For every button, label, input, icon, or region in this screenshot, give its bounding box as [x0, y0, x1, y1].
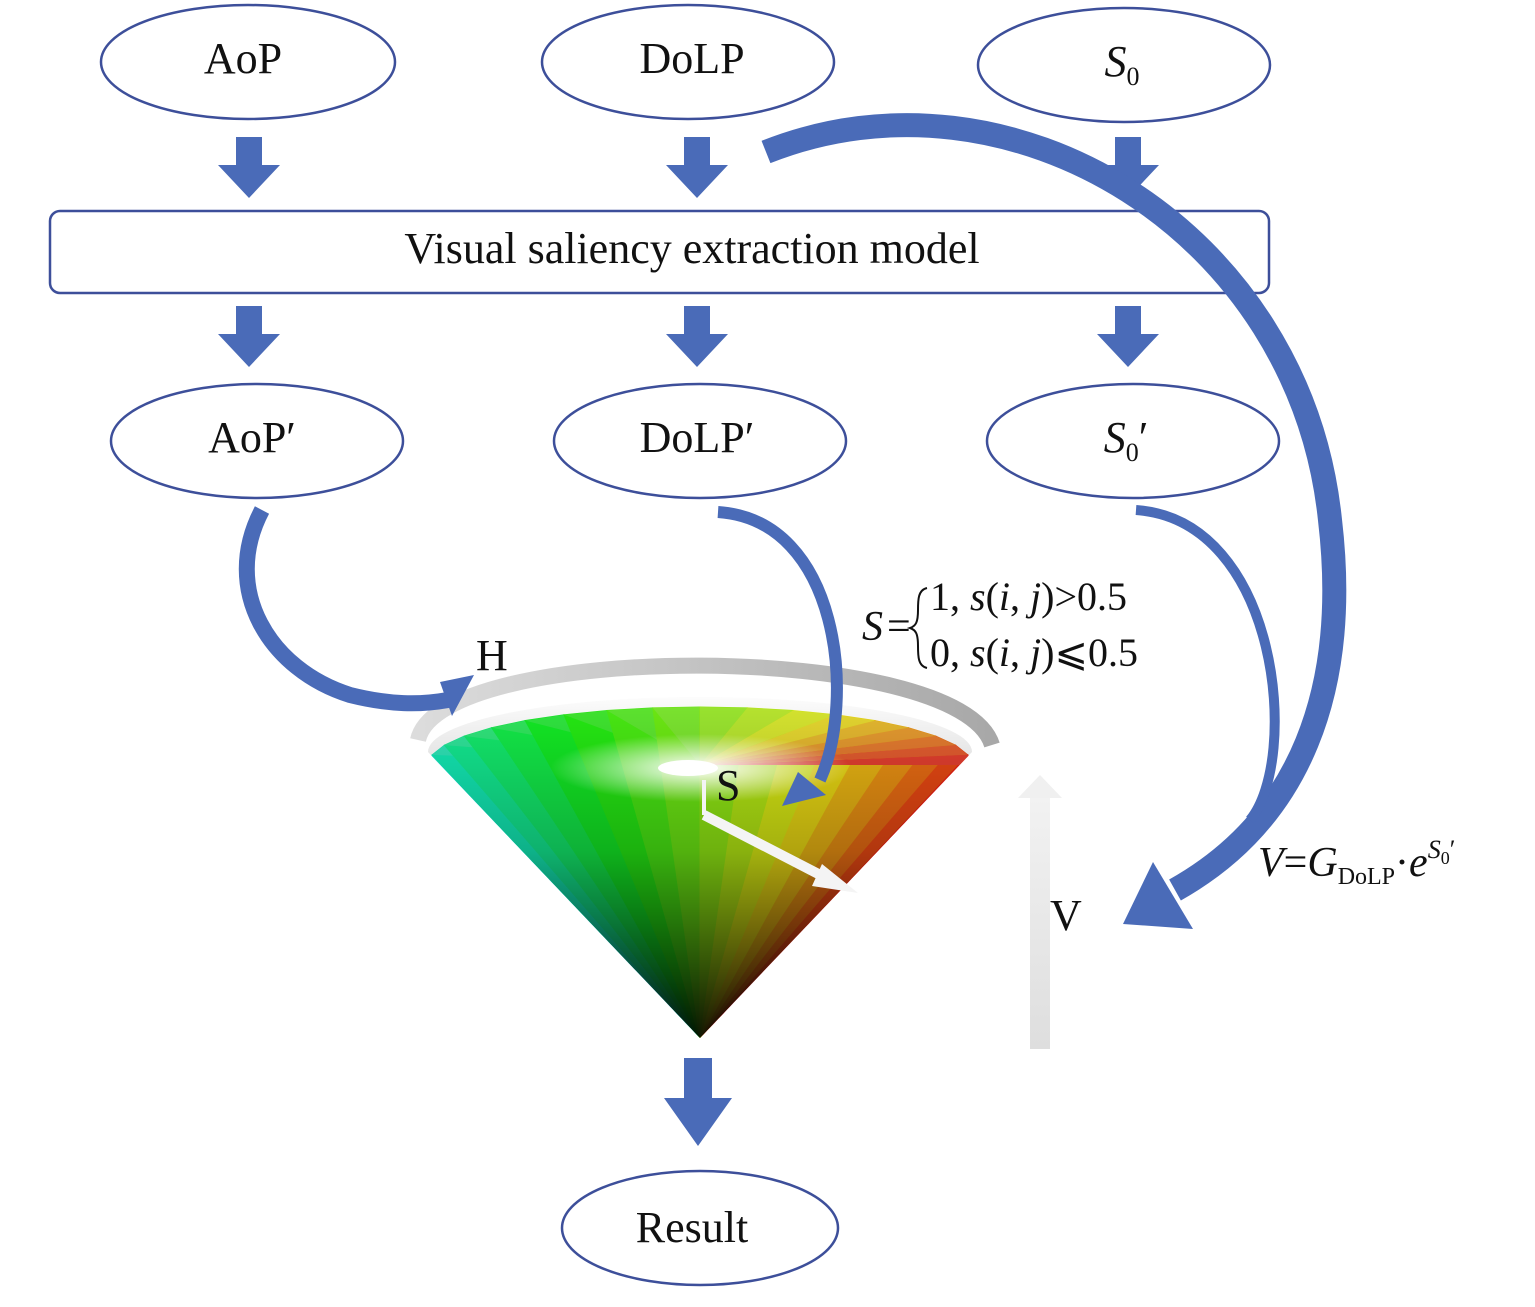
node-s0-prime-label: S0′ — [1104, 413, 1149, 467]
formula-s: S = 1, s(i, j)>0.5 0, s(i, j)⩽0.5 — [862, 574, 1138, 675]
model-label: Visual saliency extraction model — [404, 224, 979, 273]
svg-text:=: = — [887, 604, 911, 650]
arrow-aop-to-model — [218, 137, 280, 198]
node-dolp: DoLP — [540, 3, 836, 121]
formula-s-case2: 0, s(i, j)⩽0.5 — [930, 630, 1138, 675]
arrow-dolp-to-v — [761, 113, 1347, 929]
node-aop-label: AoP — [204, 34, 282, 83]
saturation-arrow — [701, 780, 858, 893]
node-result: Result — [560, 1169, 840, 1287]
label-h: H — [476, 631, 508, 680]
value-axis-arrow — [1018, 775, 1062, 1049]
label-s: S — [716, 761, 740, 810]
hsv-cone — [410, 657, 1000, 1038]
node-s0: S0 — [976, 6, 1272, 124]
label-v: V — [1050, 891, 1082, 940]
arrow-cone-to-result — [664, 1058, 732, 1146]
node-dolp-prime: DoLP′ — [552, 382, 848, 500]
node-s0-label: S0 — [1105, 37, 1140, 91]
svg-text:V=GDoLP·eS0′: V=GDoLP·eS0′ — [1258, 835, 1455, 890]
arrow-aop-prime-to-h — [238, 506, 474, 716]
node-aop: AoP — [99, 3, 397, 121]
arrow-model-to-dolp-prime — [666, 306, 728, 367]
node-s0-prime: S0′ — [985, 382, 1281, 500]
node-aop-prime: AoP′ — [109, 382, 405, 500]
node-dolp-prime-label: DoLP′ — [640, 413, 755, 462]
node-dolp-label: DoLP — [639, 34, 744, 83]
arrow-s0-to-model — [1097, 137, 1159, 198]
arrow-dolp-prime-to-s — [717, 506, 843, 806]
formula-v: V=GDoLP·eS0′ — [1258, 835, 1455, 890]
visual-saliency-model-box: Visual saliency extraction model — [48, 209, 1271, 295]
arrow-dolp-to-model — [666, 137, 728, 198]
arrow-s0-prime-to-v — [1135, 505, 1280, 824]
svg-text:S: S — [862, 604, 883, 650]
arrow-model-to-s0-prime — [1097, 306, 1159, 367]
node-result-label: Result — [636, 1203, 748, 1252]
node-aop-prime-label: AoP′ — [208, 413, 296, 462]
formula-s-case1: 1, s(i, j)>0.5 — [930, 574, 1127, 619]
arrow-model-to-aop-prime — [218, 306, 280, 367]
